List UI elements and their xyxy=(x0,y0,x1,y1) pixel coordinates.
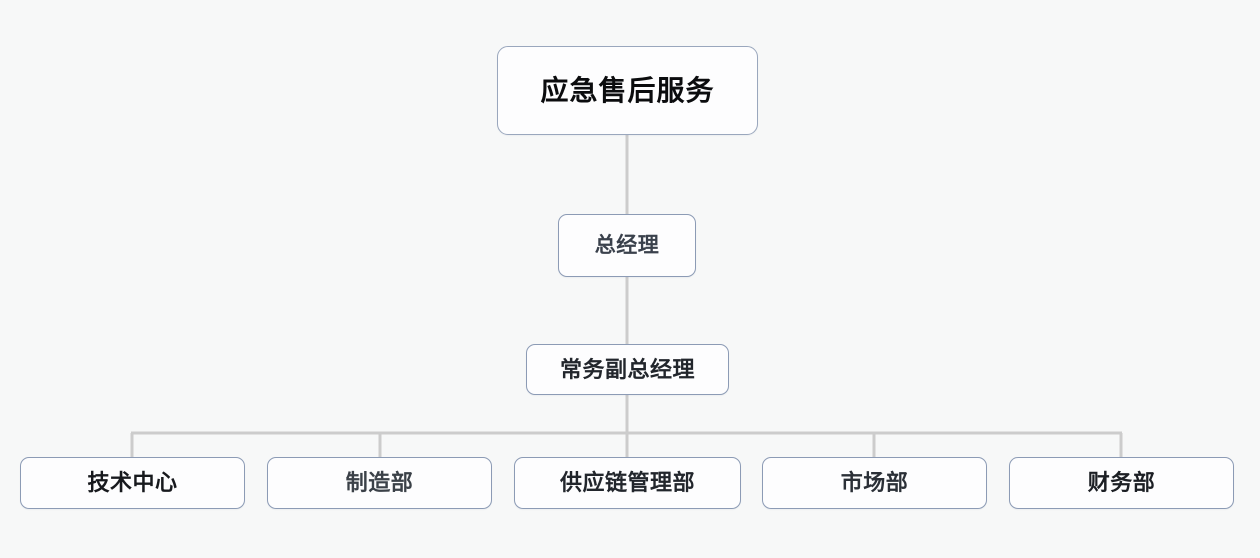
node-dept-tech-label: 技术中心 xyxy=(87,470,178,495)
node-dept-finance[interactable]: 财务部 xyxy=(1009,457,1234,509)
node-dept-supply[interactable]: 供应链管理部 xyxy=(514,457,741,509)
node-general-manager[interactable]: 总经理 xyxy=(558,214,696,277)
node-dept-market[interactable]: 市场部 xyxy=(762,457,987,509)
node-root-label: 应急售后服务 xyxy=(540,74,715,106)
node-deputy-general-manager[interactable]: 常务副总经理 xyxy=(526,344,729,395)
node-dept-market-label: 市场部 xyxy=(840,470,909,495)
node-dept-tech[interactable]: 技术中心 xyxy=(20,457,245,509)
node-general-manager-label: 总经理 xyxy=(594,234,660,257)
node-deputy-general-manager-label: 常务副总经理 xyxy=(559,356,695,382)
node-dept-supply-label: 供应链管理部 xyxy=(559,470,695,495)
node-dept-finance-label: 财务部 xyxy=(1087,470,1156,495)
node-dept-manufacture-label: 制造部 xyxy=(345,470,414,495)
node-dept-manufacture[interactable]: 制造部 xyxy=(267,457,492,509)
node-root[interactable]: 应急售后服务 xyxy=(497,46,758,135)
